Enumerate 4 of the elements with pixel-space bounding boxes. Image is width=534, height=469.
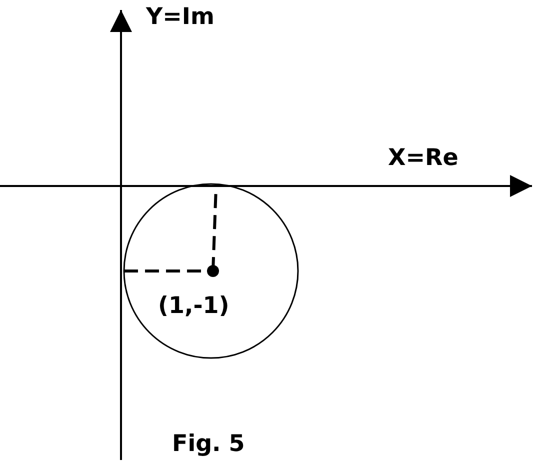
axis-label: Y=Im: [146, 6, 214, 29]
axis-label: X=Re: [388, 147, 458, 170]
point-label: (1,-1): [158, 295, 230, 318]
figure-caption: Fig. 5: [172, 433, 245, 456]
